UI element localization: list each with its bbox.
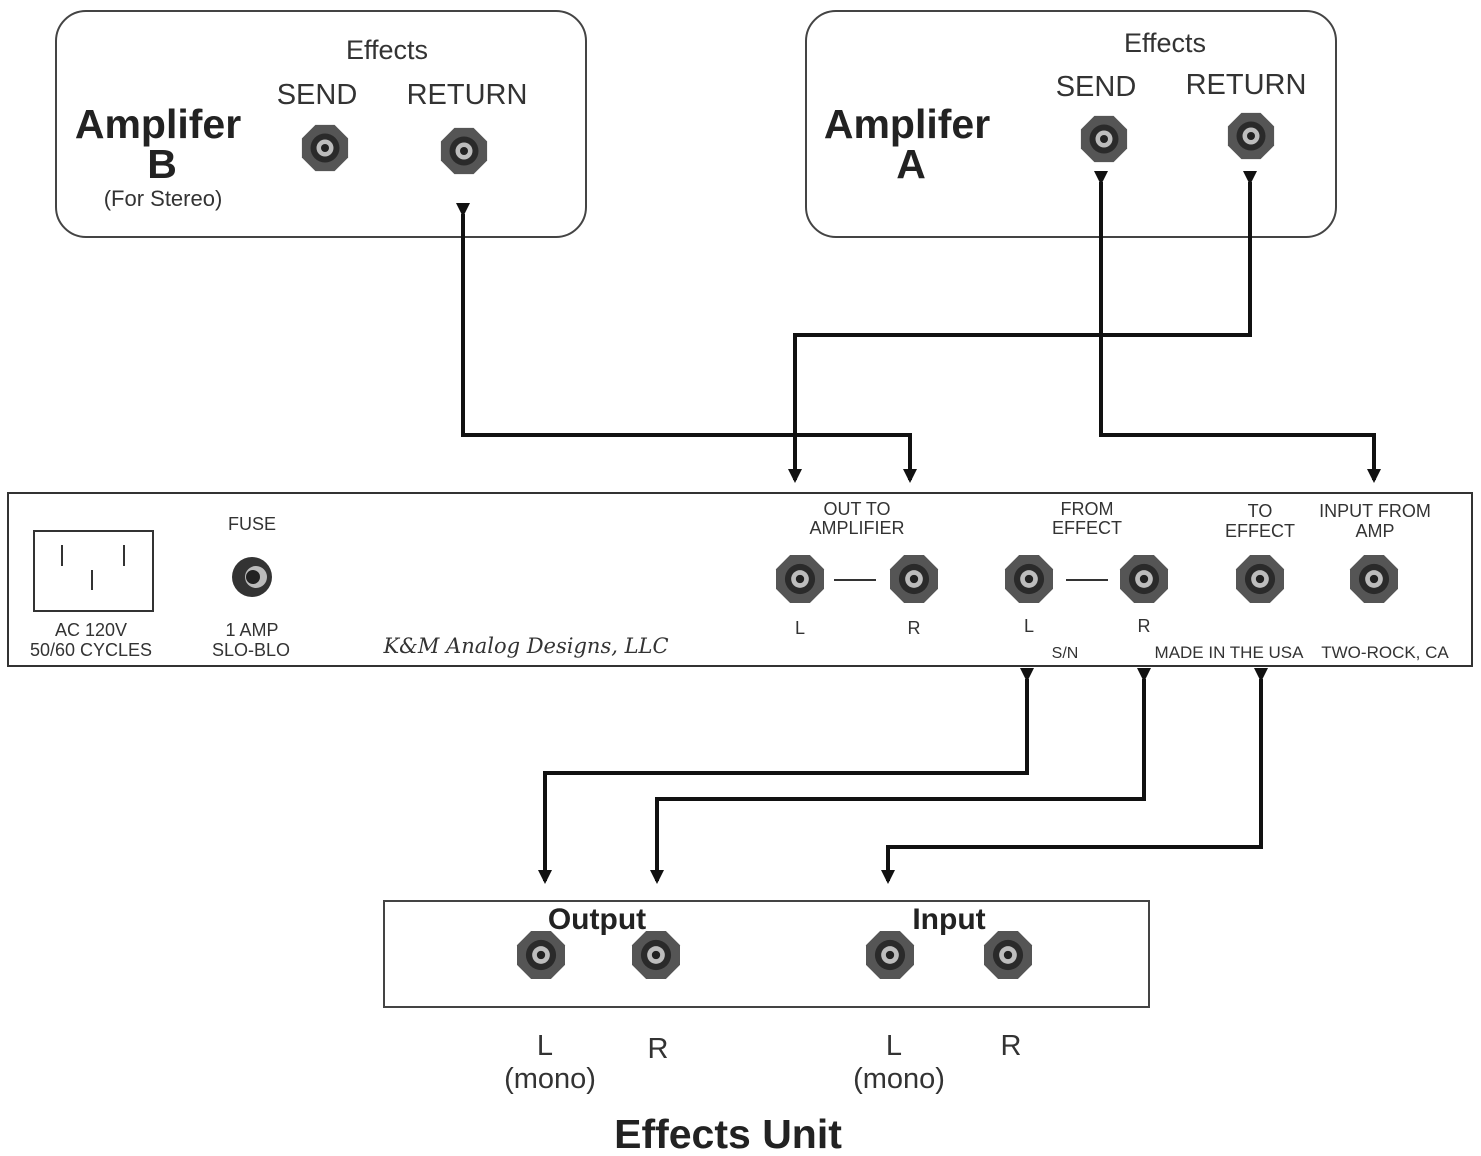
amp-b-return-label: RETURN (407, 79, 528, 111)
out-to-amp-l-jack-hole (795, 574, 805, 584)
effects-in-r-label: R (1001, 1030, 1022, 1062)
out-to-amp-label-2: AMPLIFIER (809, 518, 904, 538)
amplifier-b-box: Effects SEND RETURN Amplifer B (For Ster… (55, 10, 587, 238)
input-from-amp-label: INPUT FROM (1319, 501, 1431, 521)
input-from-amp-jack-hole (1369, 574, 1379, 584)
from-effect-label-2: EFFECT (1052, 518, 1122, 538)
amp-a-send-label: SEND (1056, 71, 1137, 103)
input-from-amp-label-2: AMP (1355, 521, 1394, 541)
amp-a-effects-label: Effects (1124, 28, 1206, 58)
out-r-label: R (908, 618, 921, 638)
from-l-label: L (1024, 616, 1034, 636)
from-r-label: R (1138, 616, 1151, 636)
cable-amp-b-return (456, 203, 917, 483)
from-effect-l-jack[interactable] (1005, 555, 1053, 603)
amplifier-a-box: Effects SEND RETURN Amplifer A (805, 10, 1337, 238)
from-effect-l-jack-hole (1024, 574, 1034, 584)
effects-in-l-note: (mono) (853, 1063, 945, 1095)
maker-label: K&M Analog Designs, LLC (382, 634, 668, 658)
effects-output-l-jack[interactable] (517, 931, 565, 979)
effects-output-r-jack-hole (651, 950, 661, 960)
effects-input-r-jack-hole (1003, 950, 1013, 960)
cable-to-effect (881, 668, 1268, 884)
from-effect-label: FROM (1061, 499, 1114, 519)
to-effect-label: TO (1248, 501, 1273, 521)
cable-amp-a-send (1094, 171, 1381, 483)
amp-a-return-jack[interactable] (1227, 112, 1275, 160)
cables (456, 171, 1381, 884)
from-effect-r-jack-hole (1139, 574, 1149, 584)
power-label: AC 120V (55, 620, 127, 640)
amp-b-send-jack[interactable] (301, 124, 349, 172)
amp-a-name: Amplifer (824, 101, 990, 147)
out-to-amp-label: OUT TO (823, 499, 890, 519)
amp-a-return-jack-hole (1247, 132, 1255, 140)
cable-from-effect-r (650, 668, 1151, 884)
location-label: TWO-ROCK, CA (1321, 643, 1449, 662)
amp-a-send-jack-hole (1100, 135, 1108, 143)
power-cycles-label: 50/60 CYCLES (30, 640, 152, 660)
out-to-amp-r-jack[interactable] (890, 555, 938, 603)
fuse-holder[interactable] (232, 557, 272, 597)
amplifier-b-outline (55, 10, 587, 238)
fuse-center (246, 570, 260, 584)
amp-b-return-jack-hole (460, 147, 468, 155)
effects-out-r-label: R (648, 1033, 669, 1065)
effects-output-r-jack[interactable] (632, 931, 680, 979)
fuse-type: SLO-BLO (212, 640, 290, 660)
amp-b-return-jack[interactable] (440, 127, 488, 175)
cable-from-effect-l (538, 668, 1034, 884)
amp-b-letter: B (147, 141, 177, 187)
amp-b-send-label: SEND (277, 79, 358, 111)
effects-out-l-note: (mono) (504, 1063, 596, 1095)
power-inlet[interactable] (33, 530, 154, 612)
effects-input-l-jack-hole (885, 950, 895, 960)
effects-input-l-jack[interactable] (866, 931, 914, 979)
power-inlet-socket (33, 530, 154, 612)
fuse-rating: 1 AMP (225, 620, 278, 640)
amp-b-name: Amplifer (75, 101, 241, 147)
out-to-amp-r-jack-hole (909, 574, 919, 584)
effects-unit-outline (383, 900, 1150, 1008)
effects-input-r-jack[interactable] (984, 931, 1032, 979)
effects-in-l-label: L (886, 1030, 902, 1062)
from-effect-r-jack[interactable] (1120, 555, 1168, 603)
effects-unit-box: Output Input (383, 900, 1150, 1008)
to-effect-jack[interactable] (1236, 555, 1284, 603)
amp-b-effects-label: Effects (346, 35, 428, 65)
to-effect-label-2: EFFECT (1225, 521, 1295, 541)
amp-a-send-jack[interactable] (1080, 115, 1128, 163)
effects-unit-title: Effects Unit (614, 1111, 842, 1156)
input-from-amp-jack[interactable] (1350, 555, 1398, 603)
amp-a-letter: A (896, 141, 926, 187)
rear-panel: AC 120V 50/60 CYCLES FUSE 1 AMP SLO-BLO … (7, 492, 1473, 667)
amp-b-send-jack-hole (321, 144, 329, 152)
fuse-label: FUSE (228, 514, 276, 534)
out-l-label: L (795, 618, 805, 638)
serial-label: S/N (1052, 645, 1079, 662)
made-in-label: MADE IN THE USA (1155, 643, 1305, 662)
amp-b-note: (For Stereo) (104, 186, 223, 211)
amp-a-return-label: RETURN (1186, 69, 1307, 101)
out-to-amp-l-jack[interactable] (776, 555, 824, 603)
to-effect-jack-hole (1255, 574, 1265, 584)
effects-out-l-label: L (537, 1030, 553, 1062)
effects-output-l-jack-hole (536, 950, 546, 960)
effects-output-label: Output (548, 903, 646, 936)
effects-input-label: Input (912, 903, 985, 936)
